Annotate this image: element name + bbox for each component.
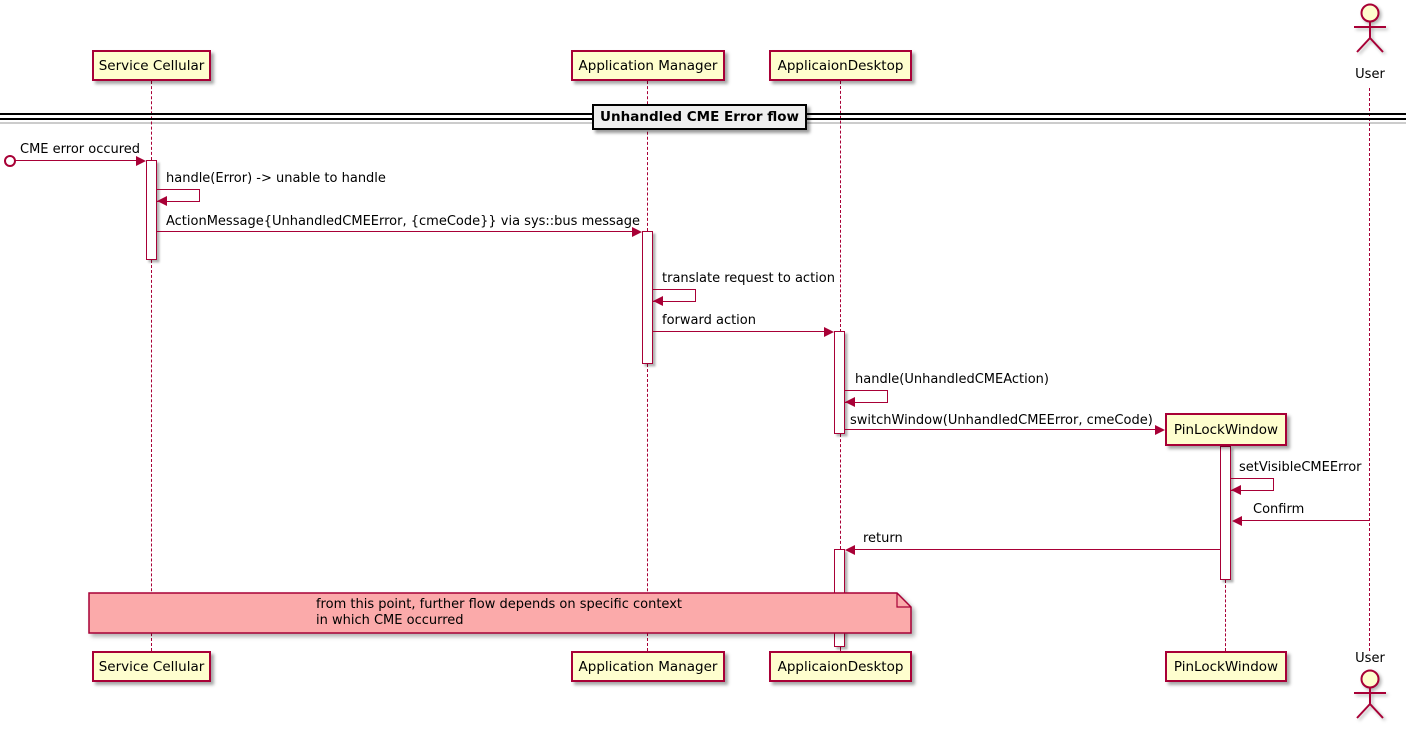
message-label: CME error occured: [20, 142, 141, 157]
participant-applicaion-desktop-top: ApplicaionDesktop: [769, 50, 912, 81]
participant-service-cellular-bottom: Service Cellular: [92, 651, 211, 682]
message-label: return: [863, 531, 903, 546]
message-label: translate request to action: [662, 271, 835, 286]
user-actor-icon: [1354, 3, 1386, 53]
arrow-right-icon: [1155, 425, 1165, 435]
lifeline-applicaion-desktop: [840, 434, 841, 549]
arrow-right-icon: [136, 156, 146, 166]
lifeline-service-cellular: [151, 81, 152, 160]
arrow-right-icon: [632, 227, 642, 237]
note-shape: [88, 592, 912, 634]
message-line: [1242, 520, 1370, 521]
message-line: [653, 331, 824, 332]
found-message-circle-icon: [4, 155, 16, 167]
arrow-left-icon: [653, 296, 663, 306]
activation-bar-pinlockwindow: [1220, 446, 1231, 580]
message-label: switchWindow(UnhandledCMEError, cmeCode): [850, 413, 1153, 428]
message-label: Confirm: [1253, 502, 1305, 517]
participant-pinlockwindow-bottom: PinLockWindow: [1165, 651, 1287, 682]
arrow-left-icon: [845, 397, 855, 407]
user-actor-icon: [1354, 669, 1386, 719]
note-text-line: in which CME occurred: [315, 613, 464, 628]
message-line: [845, 429, 1155, 430]
lifeline-pinlockwindow: [1225, 580, 1226, 651]
arrow-left-icon: [1231, 485, 1241, 495]
arrow-left-icon: [845, 545, 855, 555]
lifeline-applicaion-desktop: [840, 81, 841, 332]
lifeline-application-manager: [647, 364, 648, 651]
activation-bar-application-manager: [642, 231, 653, 364]
message-label: ActionMessage{UnhandledCMEError, {cmeCod…: [166, 214, 640, 229]
participant-service-cellular-top: Service Cellular: [92, 50, 211, 81]
lifeline-user: [1369, 88, 1370, 651]
message-label: setVisibleCMEError: [1239, 460, 1362, 475]
note-text: from this point, further flow depends on…: [88, 597, 910, 629]
note-text-line: from this point, further flow depends on…: [315, 597, 682, 612]
participant-pinlockwindow-created: PinLockWindow: [1165, 413, 1287, 446]
arrow-left-icon: [157, 196, 167, 206]
message-line: [15, 160, 136, 161]
self-message-loop: [157, 189, 200, 202]
message-line: [855, 549, 1220, 550]
actor-label-user-bottom: User: [1355, 651, 1385, 666]
lifeline-service-cellular: [151, 260, 152, 651]
message-label: handle(Error) -> unable to handle: [166, 171, 386, 186]
message-label: handle(UnhandledCMEAction): [855, 372, 1049, 387]
lifeline-applicaion-desktop: [840, 646, 841, 651]
actor-label-user-top: User: [1355, 67, 1385, 82]
activation-bar-applicaion-desktop-1: [834, 331, 845, 434]
activation-bar-service-cellular: [146, 160, 157, 260]
self-message-loop: [653, 289, 696, 302]
arrow-left-icon: [1232, 516, 1242, 526]
self-message-loop: [845, 390, 888, 403]
participant-application-manager-top: Application Manager: [571, 50, 725, 81]
message-line: [157, 231, 632, 232]
lifeline-application-manager: [647, 81, 648, 231]
participant-applicaion-desktop-bottom: ApplicaionDesktop: [769, 651, 912, 682]
self-message-loop: [1231, 478, 1274, 491]
divider-title: Unhandled CME Error flow: [592, 104, 807, 130]
message-label: forward action: [662, 313, 756, 328]
participant-application-manager-bottom: Application Manager: [571, 651, 725, 682]
arrow-right-icon: [824, 327, 834, 337]
